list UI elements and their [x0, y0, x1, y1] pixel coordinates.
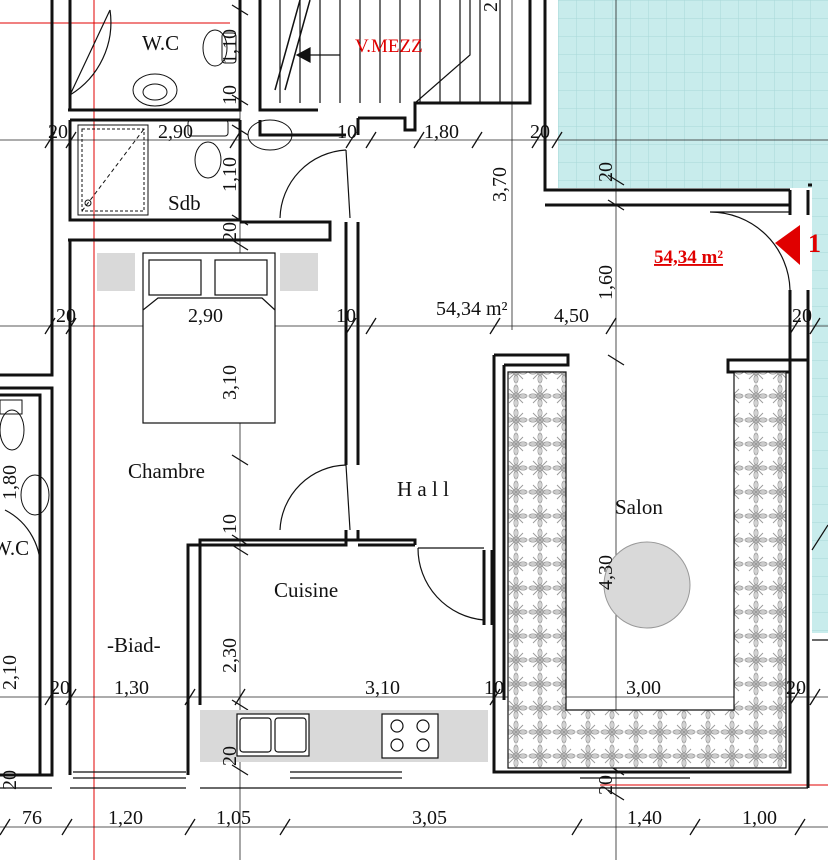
room-cuisine: Cuisine	[274, 578, 338, 602]
dim-label-vertical: 4,30	[595, 555, 617, 590]
dim-label-vertical: 1,10	[219, 29, 241, 64]
dim-label-vertical: 20	[0, 770, 21, 790]
plan-labels: V.MEZZ 54,34 m² 54,34 m²	[355, 36, 723, 320]
area-red-label: 54,34 m²	[654, 247, 723, 268]
vertical-dimensions: 1,10 10 1,10 20 3,10 10 2,30 20 3,70 20 …	[0, 2, 617, 795]
room-wc-top: W.C	[142, 31, 179, 55]
room-sdb: Sdb	[168, 191, 201, 215]
dim-label: 1,05	[216, 807, 251, 829]
salon-seating	[507, 371, 787, 769]
dim-label: 20	[48, 121, 68, 143]
dim-label: 2,90	[158, 121, 193, 143]
dim-label: 10	[336, 305, 356, 327]
dim-label: 3,10	[365, 677, 400, 699]
room-labels: W.C Sdb Chambre H a l l Salon Cuisine -B…	[0, 31, 663, 657]
dim-label: 76	[22, 807, 42, 829]
doors	[4, 9, 828, 641]
kitchen-counter	[200, 710, 488, 762]
room-salon: Salon	[615, 495, 663, 519]
dim-label: 20	[792, 305, 812, 327]
dim-label: 20	[50, 677, 70, 699]
dim-label-vertical: 10	[219, 85, 241, 105]
room-wc-left: W.C	[0, 536, 29, 560]
dim-label: 1,00	[742, 807, 777, 829]
room-chambre: Chambre	[128, 459, 205, 483]
dim-label: 20	[530, 121, 550, 143]
dim-label-vertical: 1,10	[219, 157, 241, 192]
dim-label: 3,00	[626, 677, 661, 699]
room-hall: H a l l	[397, 477, 449, 501]
dim-label: 1,30	[114, 677, 149, 699]
dim-label: 3,05	[412, 807, 447, 829]
section-marker-label: 1	[808, 229, 821, 258]
dim-label-vertical: 20	[219, 746, 241, 766]
dim-label: 1,40	[627, 807, 662, 829]
windows	[0, 771, 808, 789]
horizontal-dimensions: 20 2,90 10 1,80 20 20 2,90 10 4,50 20 20…	[22, 121, 812, 829]
dim-label: 4,50	[554, 305, 589, 327]
terrace-area	[558, 0, 828, 633]
dim-label-vertical: 1,60	[595, 265, 617, 300]
dim-label-vertical: 3,10	[219, 365, 241, 400]
dim-label-vertical: 1,80	[0, 465, 21, 500]
dim-label: 1,20	[108, 807, 143, 829]
dim-label-vertical: 2,10	[0, 655, 21, 690]
dim-label: 10	[337, 121, 357, 143]
sanitary-fixtures	[0, 29, 293, 516]
dim-label: 10	[484, 677, 504, 699]
dim-label: 1,80	[424, 121, 459, 143]
dim-label-vertical: 10	[219, 514, 241, 534]
mezzanine-label: V.MEZZ	[355, 36, 423, 57]
section-marker: 1	[775, 225, 821, 265]
staircase	[274, 0, 501, 104]
dim-label-vertical: 20	[595, 775, 617, 795]
dim-label: 2,90	[188, 305, 223, 327]
room-biad: -Biad-	[107, 633, 161, 657]
dim-label-vertical: 20	[595, 162, 617, 182]
dim-label: 20	[56, 305, 76, 327]
dim-label-vertical: 3,70	[489, 167, 511, 202]
dim-label-vertical: 20	[219, 222, 241, 242]
area-center-label: 54,34 m²	[436, 298, 508, 320]
bed	[97, 252, 318, 424]
dim-label-vertical: 2,30	[219, 638, 241, 673]
dim-label: 20	[786, 677, 806, 699]
dim-label-vertical: 2	[480, 2, 502, 12]
walls	[0, 0, 812, 788]
